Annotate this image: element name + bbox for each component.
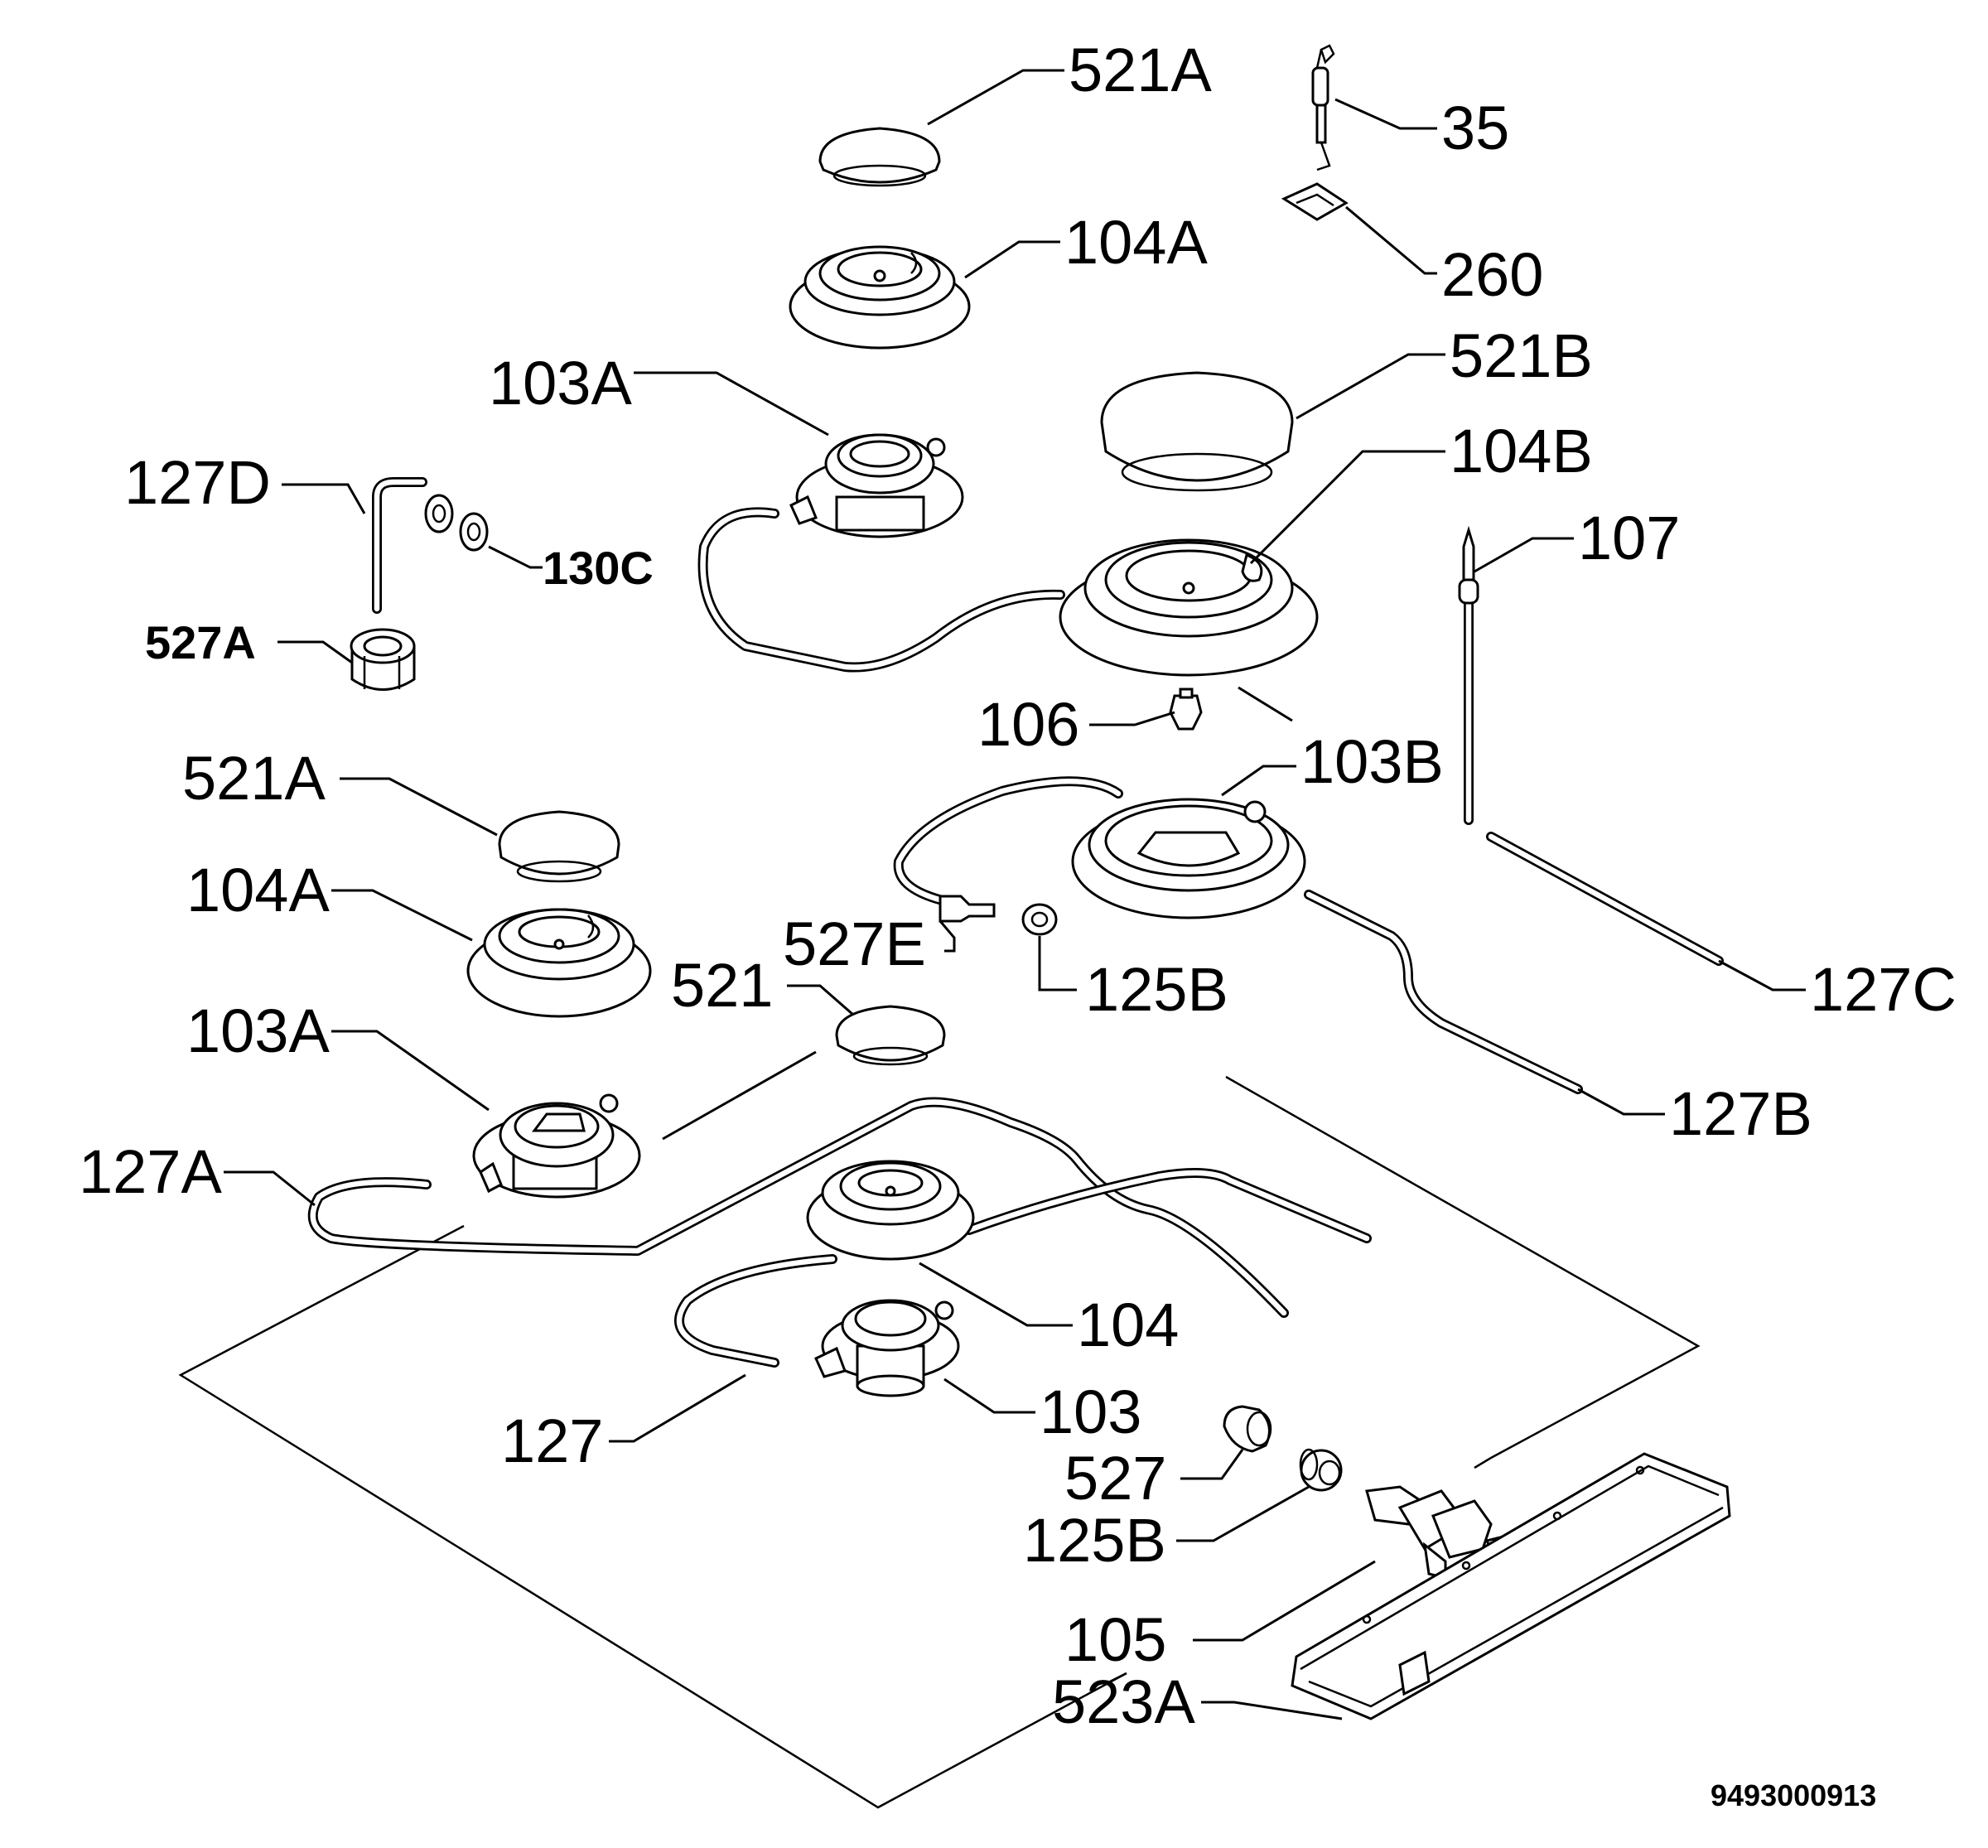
label-106: 106 xyxy=(977,690,1079,759)
ignition-electrode-35 xyxy=(1311,44,1335,171)
label-103b: 103B xyxy=(1300,727,1444,796)
burner-head-104a-mid xyxy=(466,908,652,1018)
label-521b: 521B xyxy=(1450,321,1593,390)
label-104a-top: 104A xyxy=(1064,208,1208,277)
manifold-523a xyxy=(1291,1452,1731,1720)
label-130c: 130C xyxy=(543,542,654,594)
label-527e: 527E xyxy=(783,910,926,978)
burner-head-104b xyxy=(1059,538,1319,677)
label-127d: 127D xyxy=(124,448,271,517)
burner-cap-521a-mid xyxy=(498,810,620,883)
injector-106 xyxy=(1169,688,1203,731)
label-125b-top: 125B xyxy=(1085,955,1228,1024)
label-523a: 523A xyxy=(1052,1667,1195,1736)
burner-head-104a-top xyxy=(789,245,971,350)
label-103a-top: 103A xyxy=(489,349,632,417)
burner-cap-521a-top xyxy=(818,127,941,187)
label-521a-mid: 521A xyxy=(182,744,326,813)
label-527a: 527A xyxy=(145,616,256,668)
pipe-127-burner-top-left xyxy=(697,507,1065,673)
label-127a: 127A xyxy=(79,1137,222,1206)
label-104b: 104B xyxy=(1450,417,1593,485)
nut-125b-bottom xyxy=(1299,1448,1343,1492)
label-521: 521 xyxy=(671,951,773,1020)
burner-body-103b xyxy=(1071,798,1306,919)
leader-lines xyxy=(224,69,1806,1720)
label-260: 260 xyxy=(1441,240,1543,309)
pipe-127a xyxy=(307,1097,1289,1318)
label-527: 527 xyxy=(1064,1444,1166,1513)
label-127b: 127B xyxy=(1669,1079,1812,1148)
electrode-clip-260 xyxy=(1281,182,1349,221)
label-103a-mid: 103A xyxy=(186,996,330,1065)
pipe-127c xyxy=(1464,587,1724,966)
document-number: 9493000913 xyxy=(1711,1778,1876,1812)
label-125b-bottom: 125B xyxy=(1023,1506,1166,1575)
pipe-127-front xyxy=(674,1254,837,1368)
burner-body-103a-mid xyxy=(472,1093,641,1199)
label-104a-mid: 104A xyxy=(186,856,330,924)
label-127: 127 xyxy=(501,1407,603,1475)
burner-cap-521 xyxy=(835,1005,946,1066)
fitting-527e xyxy=(939,895,996,923)
pipe-127b xyxy=(893,776,1583,1094)
label-35: 35 xyxy=(1441,94,1509,162)
nut-527a xyxy=(350,628,416,691)
sleeve-527 xyxy=(1223,1405,1272,1453)
label-103: 103 xyxy=(1040,1378,1141,1446)
label-104: 104 xyxy=(1077,1291,1179,1359)
pipe-127d-elbow xyxy=(372,477,427,614)
label-521a-top: 521A xyxy=(1069,36,1212,104)
label-127c: 127C xyxy=(1810,955,1957,1024)
burner-head-104 xyxy=(806,1160,975,1261)
burner-cap-521b xyxy=(1100,371,1294,492)
label-107: 107 xyxy=(1578,504,1680,572)
seal-washers-130c xyxy=(424,494,489,552)
hob-plate-outline xyxy=(178,1075,1701,1809)
nut-125b-top xyxy=(1021,903,1058,936)
burner-body-103a-top xyxy=(789,433,964,538)
pipe-127-front-right xyxy=(964,1168,1372,1243)
label-105: 105 xyxy=(1064,1605,1166,1674)
burner-body-103 xyxy=(814,1299,960,1397)
thermocouple-107 xyxy=(1458,525,1479,605)
